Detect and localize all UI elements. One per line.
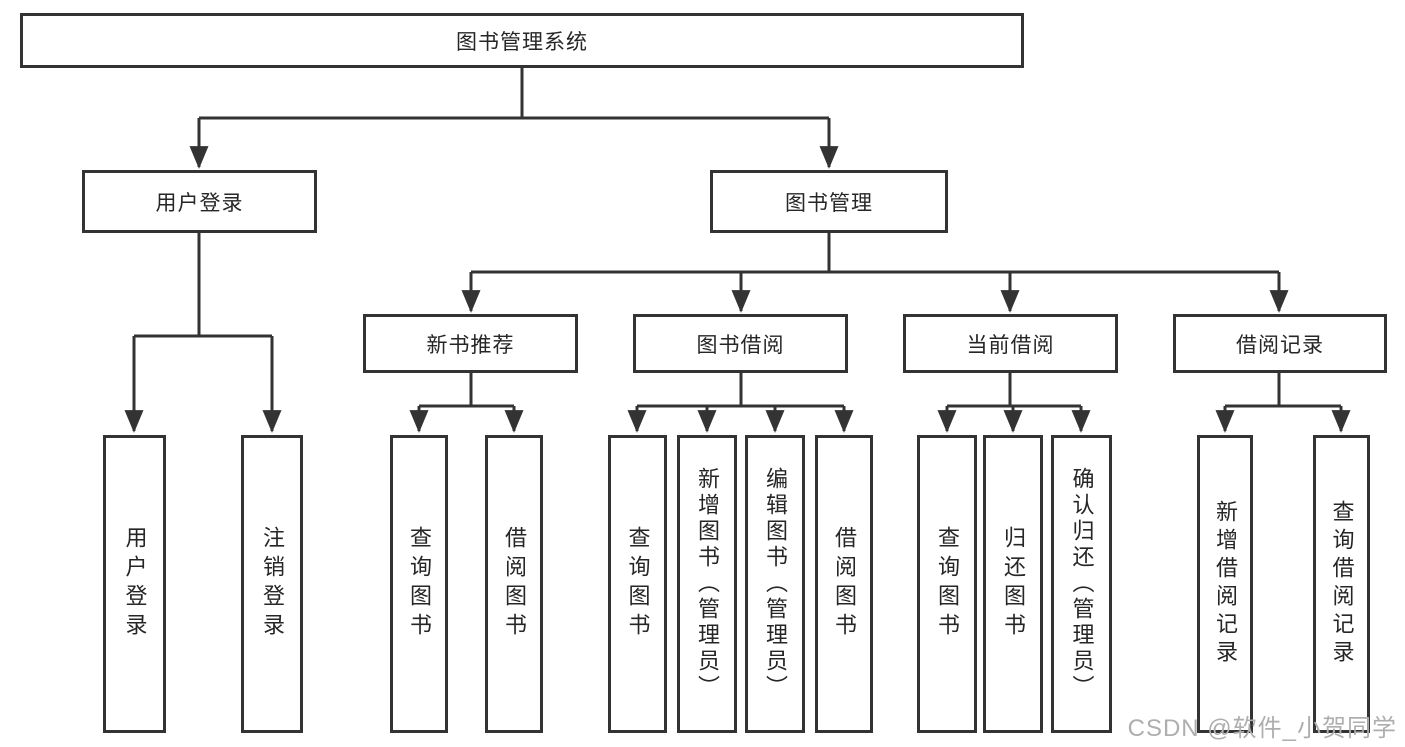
node-root-system: 图书管理系统: [20, 13, 1024, 68]
leaf-logout-label: 注销登录: [260, 526, 285, 642]
node-new-book-recommend-label: 新书推荐: [426, 333, 515, 357]
node-book-management-label: 图书管理: [785, 191, 873, 215]
leaf-query-books-recommend-label: 查询图书: [407, 526, 432, 642]
node-new-book-recommend: 新书推荐: [363, 314, 578, 373]
node-root-system-label: 图书管理系统: [456, 30, 588, 54]
leaf-user-login: 用户登录: [103, 435, 166, 733]
leaf-add-borrow-record-label: 新增借阅记录: [1213, 500, 1238, 668]
leaf-borrow-books-recommend: 借阅图书: [485, 435, 543, 733]
node-book-borrowing-label: 图书借阅: [696, 333, 785, 357]
node-current-borrowing: 当前借阅: [903, 314, 1118, 373]
csdn-watermark: CSDN @软件_小贺同学: [1127, 715, 1397, 742]
leaf-add-borrow-record: 新增借阅记录: [1197, 435, 1253, 733]
leaf-query-borrow-record: 查询借阅记录: [1313, 435, 1370, 733]
node-user-login: 用户登录: [82, 170, 317, 233]
leaf-query-borrow-record-label: 查询借阅记录: [1329, 500, 1355, 668]
leaf-edit-books-admin: 编辑图书（管理员）: [745, 435, 805, 733]
leaf-edit-books-admin-label: 编辑图书（管理员）: [763, 467, 788, 701]
leaf-query-books-borrowing: 查询图书: [608, 435, 667, 733]
leaf-borrow-books-borrowing-label: 借阅图书: [832, 526, 857, 642]
leaf-query-books-borrowing-label: 查询图书: [625, 526, 651, 642]
leaf-confirm-return-admin: 确认归还（管理员）: [1051, 435, 1112, 733]
node-borrowing-records: 借阅记录: [1173, 314, 1387, 373]
leaf-borrow-books-borrowing: 借阅图书: [815, 435, 873, 733]
leaf-query-books-current: 查询图书: [917, 435, 977, 733]
node-user-login-label: 用户登录: [155, 191, 244, 215]
leaf-user-login-label: 用户登录: [122, 526, 148, 642]
node-book-management: 图书管理: [710, 170, 948, 233]
node-book-borrowing: 图书借阅: [633, 314, 848, 373]
leaf-logout: 注销登录: [241, 435, 303, 733]
leaf-return-books-label: 归还图书: [1001, 526, 1026, 642]
leaf-add-books-admin-label: 新增图书（管理员）: [695, 467, 720, 701]
node-borrowing-records-label: 借阅记录: [1236, 333, 1324, 357]
leaf-query-books-recommend: 查询图书: [390, 435, 448, 733]
leaf-confirm-return-admin-label: 确认归还（管理员）: [1069, 467, 1095, 701]
node-current-borrowing-label: 当前借阅: [966, 333, 1055, 357]
leaf-add-books-admin: 新增图书（管理员）: [677, 435, 737, 733]
leaf-borrow-books-recommend-label: 借阅图书: [502, 526, 527, 642]
leaf-return-books: 归还图书: [983, 435, 1043, 733]
leaf-query-books-current-label: 查询图书: [935, 526, 960, 642]
